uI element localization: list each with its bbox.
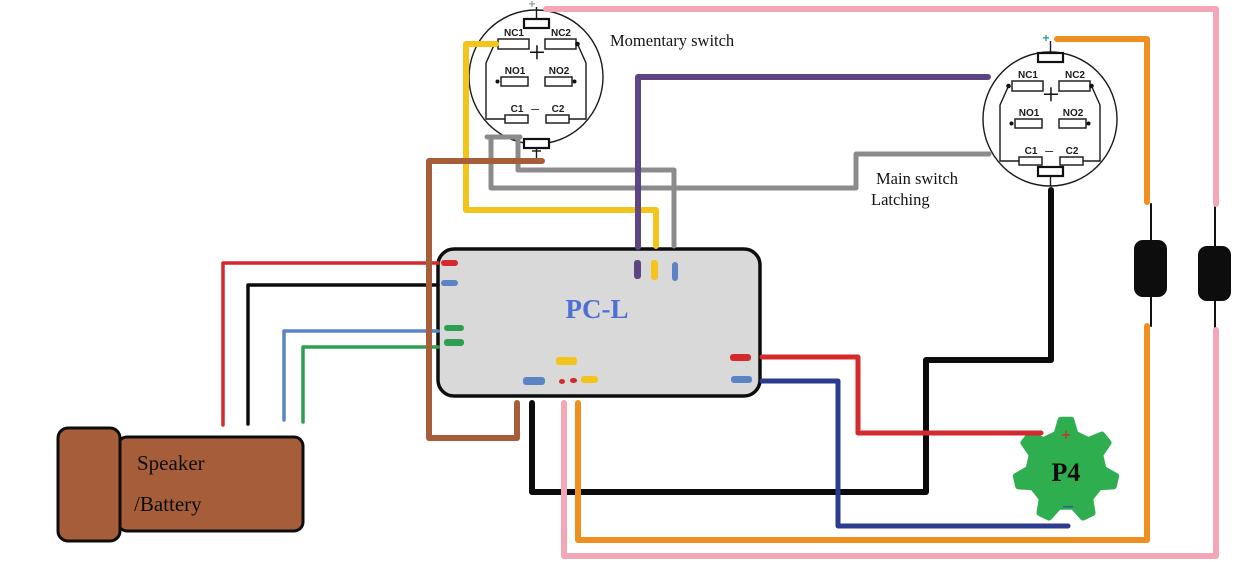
blue-wire-pcl-to-speaker <box>282 329 440 422</box>
terminal-tick-yellow <box>651 260 658 280</box>
pink-wire-momentary-to-resistor <box>543 6 1219 207</box>
gray-wire-momentary-to-pcl <box>515 134 677 249</box>
no1-label: NO1 <box>1019 108 1040 119</box>
terminal-tick-blue <box>672 262 678 281</box>
orange-wire-latching-to-resistor <box>1054 36 1150 205</box>
nc2-terminal <box>1058 80 1091 92</box>
top-tab <box>522 17 551 30</box>
left-connector-line <box>999 85 1019 162</box>
pcl-box <box>436 247 762 398</box>
wire-layer <box>221 6 1219 559</box>
no2-pin-dot <box>572 79 577 84</box>
nc1-label: NC1 <box>1018 70 1038 81</box>
purple-wire-pcl-to-latching <box>635 74 991 250</box>
p4-minus-mark: − <box>1062 494 1075 519</box>
center-plus-mark: + <box>1043 78 1060 111</box>
momentary-switch-label: Momentary switch <box>610 31 735 50</box>
pcl-terminal-ticks <box>441 260 752 385</box>
c1-label: C1 <box>1025 146 1038 157</box>
black-wire-latching-to-pcl <box>529 187 1054 495</box>
terminal-tick-blue <box>441 280 458 286</box>
switch-body <box>468 9 604 145</box>
nc2-label: NC2 <box>1065 70 1085 81</box>
c1-terminal <box>1018 156 1043 166</box>
no2-label: NO2 <box>549 66 570 77</box>
terminal-tick-purple <box>634 260 641 279</box>
brown-wire-momentary-to-pcl <box>426 158 545 441</box>
pink-wire-resistor-to-pcl <box>561 327 1219 559</box>
c2-label: C2 <box>552 104 565 115</box>
resistor-body-1 <box>1134 240 1167 297</box>
no1-pin-dot <box>1009 121 1014 126</box>
yellow-wire-momentary-to-pcl <box>463 41 659 249</box>
c2-terminal <box>545 114 570 124</box>
nc2-terminal <box>544 38 577 50</box>
no2-pin-dot <box>1086 121 1091 126</box>
right-connector-line <box>569 43 587 120</box>
switch-body <box>982 51 1118 187</box>
pcl-title: PC-L <box>566 294 629 324</box>
terminal-tick-red <box>441 260 458 266</box>
speaker-battery: Speaker /Battery <box>56 426 305 543</box>
speaker-label: Speaker <box>137 451 205 475</box>
bottom-tab <box>522 137 551 150</box>
p4-led-star: P4 + − <box>1012 416 1120 521</box>
terminal-tick-red <box>730 354 751 361</box>
terminal-tick-red <box>570 378 577 383</box>
c1-terminal <box>504 114 529 124</box>
nc1-terminal <box>497 38 530 50</box>
no2-terminal <box>544 76 573 87</box>
center-minus-mark: − <box>530 100 540 119</box>
terminal-tick-yellow <box>581 376 598 383</box>
resistor-body-2 <box>1198 246 1231 301</box>
no1-terminal <box>1014 118 1043 129</box>
navy-wire-pcl-to-led-minus <box>759 378 1071 529</box>
c2-terminal <box>1059 156 1084 166</box>
bottom-tab <box>1036 165 1065 178</box>
terminal-tick-green <box>444 339 464 346</box>
terminal-tick-green <box>444 325 464 331</box>
main-switch-label: Main switch <box>876 169 959 188</box>
p4-label: P4 <box>1052 458 1081 487</box>
top-plus-mark: + <box>528 0 535 11</box>
c1-label: C1 <box>511 104 524 115</box>
gray-wire-momentary-to-latching <box>488 134 992 191</box>
terminal-tick-red <box>559 379 565 384</box>
p4-board-shape <box>1012 416 1120 521</box>
red-wire-pcl-to-led-plus <box>759 354 1044 436</box>
resistor-layer <box>1134 240 1231 301</box>
red-wire-pcl-to-speaker <box>221 261 440 427</box>
green-wire-pcl-to-speaker <box>301 345 440 424</box>
no1-label: NO1 <box>505 66 526 77</box>
nc1-label: NC1 <box>504 28 524 39</box>
nc2-label: NC2 <box>551 28 571 39</box>
top-plus-mark: + <box>1042 31 1049 45</box>
terminal-tick-blue <box>731 376 752 383</box>
c2-label: C2 <box>1066 146 1079 157</box>
no2-label: NO2 <box>1063 108 1084 119</box>
right-connector-line <box>1083 85 1101 162</box>
pcl-controller: PC-L <box>436 247 762 398</box>
nc1-terminal <box>1011 80 1044 92</box>
speaker-side-box <box>56 426 122 543</box>
top-tab <box>1036 51 1065 64</box>
center-minus-mark: − <box>1044 142 1054 161</box>
left-connector-line <box>485 43 505 120</box>
no2-terminal <box>1058 118 1087 129</box>
no1-terminal <box>500 76 529 87</box>
black-wire-pcl-to-speaker <box>246 283 440 426</box>
p4-plus-mark: + <box>1061 425 1071 445</box>
no1-pin-dot <box>495 79 500 84</box>
center-plus-mark: + <box>529 36 546 69</box>
battery-label: /Battery <box>134 492 202 516</box>
terminal-tick-yellow <box>556 357 577 365</box>
main-switch-type-label: Latching <box>871 190 930 209</box>
terminal-tick-blue <box>523 377 545 385</box>
orange-wire-resistor-to-pcl <box>575 323 1150 543</box>
